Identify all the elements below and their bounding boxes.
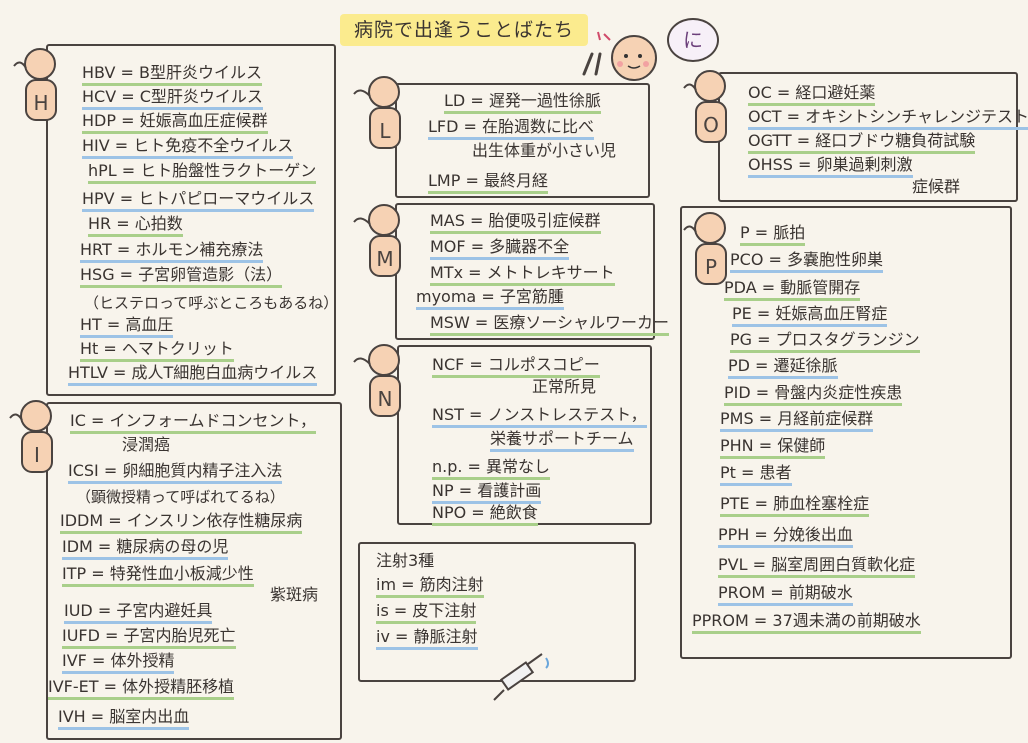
entry-hpv: HPV = ヒトパピローマウイルス <box>82 190 315 212</box>
baby-m-letter: M <box>376 247 393 271</box>
hsg-note: （ヒステロって呼ぶところもあるね） <box>84 294 339 312</box>
entry-pte: PTE = 肺血栓塞栓症 <box>720 495 870 517</box>
entry-npo: NPO = 絶飲食 <box>432 504 538 526</box>
baby-n-letter: N <box>378 387 393 411</box>
entry-ohss: OHSS = 卵巣過剰刺激 <box>748 156 913 178</box>
entry-ic-cont: 浸潤癌 <box>122 435 171 454</box>
entry-hiv: HIV = ヒト免疫不全ウイルス <box>82 137 294 159</box>
entry-idm: IDM = 糖尿病の母の児 <box>62 538 229 560</box>
entry-ic: IC = インフォームドコンセント， <box>70 412 317 434</box>
baby-h-letter: H <box>33 91 48 115</box>
entry-lfd-cont: 出生体重が小さい児 <box>472 141 617 160</box>
entry-pco: PCO = 多嚢胞性卵巣 <box>730 251 883 273</box>
entry-hsg: HSG = 子宮卵管造影（法） <box>80 266 283 288</box>
entry-ht: HT = 高血圧 <box>80 316 174 338</box>
entry-itp-cont: 紫斑病 <box>270 585 319 604</box>
entry-icsi: ICSI = 卵細胞質内精子注入法 <box>68 462 283 484</box>
inj-heading: 注射3種 <box>376 551 435 570</box>
entry-lmp: LMP = 最終月経 <box>428 172 548 194</box>
entry-hcv: HCV = C型肝炎ウイルス <box>82 88 263 110</box>
baby-p-icon: P <box>683 212 727 285</box>
entry-lfd: LFD = 在胎週数に比べ <box>428 118 595 140</box>
entry-pg: PG = プロスタグランジン <box>730 331 920 353</box>
baby-l-icon: L <box>353 76 401 149</box>
entry-ivf: IVF = 体外授精 <box>62 652 175 674</box>
entry-myoma: myoma = 子宮筋腫 <box>416 288 564 310</box>
group-i-box <box>46 402 342 740</box>
entry-mtx: MTx = メトトレキサート <box>430 264 615 286</box>
baby-peace-icon <box>582 31 657 81</box>
entry-prom: PROM = 前期破水 <box>718 584 853 606</box>
entry-hdp: HDP = 妊娠高血圧症候群 <box>82 112 268 134</box>
entry-pt: Pt = 患者 <box>720 464 792 486</box>
entry-ivf-et: IVF-ET = 体外授精胚移植 <box>48 678 235 700</box>
entry-pe: PE = 妊娠高血圧腎症 <box>732 305 888 327</box>
group-p-box <box>680 206 1012 659</box>
baby-p-letter: P <box>705 255 717 279</box>
baby-h-icon: H <box>13 48 57 121</box>
entry-iufd: IUFD = 子宮内胎児死亡 <box>62 627 236 649</box>
group-inj-box <box>358 542 636 682</box>
entry-pph: PPH = 分娩後出血 <box>718 526 853 548</box>
baby-n-icon: N <box>353 344 401 417</box>
entry-itp: ITP = 特発性血小板減少性 <box>62 565 254 587</box>
baby-o-icon: O <box>683 70 727 143</box>
entry-p: P = 脈拍 <box>740 224 806 246</box>
entry-pid: PID = 骨盤内炎症性疾患 <box>724 384 903 406</box>
entry-hbv: HBV = B型肝炎ウイルス <box>82 64 263 86</box>
entry-ht-small: Ht = ヘマトクリット <box>80 340 234 362</box>
entry-nst-cont: 栄養サポートチーム <box>490 430 634 452</box>
baby-m-icon: M <box>353 204 401 277</box>
entry-pvl: PVL = 脳室周囲白質軟化症 <box>718 556 916 578</box>
entry-iud: IUD = 子宮内避妊具 <box>64 602 213 624</box>
entry-pprom: PPROM = 37週未満の前期破水 <box>692 612 921 634</box>
entry-ncf: NCF = コルポスコピー <box>432 356 600 378</box>
entry-pms: PMS = 月経前症候群 <box>720 410 874 432</box>
baby-l-letter: L <box>379 119 391 143</box>
entry-ogtt: OGTT = 経口ブドウ糖負荷試験 <box>748 132 976 154</box>
entry-im: im = 筋肉注射 <box>376 576 484 598</box>
baby-i-letter: I <box>34 443 40 467</box>
entry-iddm: IDDM = インスリン依存性糖尿病 <box>60 512 303 534</box>
entry-is: is = 皮下注射 <box>376 602 477 624</box>
page-title: 病院で出逢うことばたち <box>340 14 588 46</box>
entry-msw: MSW = 医療ソーシャルワーカー <box>430 314 670 336</box>
entry-pda: PDA = 動脈管開存 <box>724 279 861 301</box>
baby-o-letter: O <box>703 113 719 137</box>
entry-oc: OC = 経口避妊薬 <box>748 84 876 106</box>
entry-mof: MOF = 多臓器不全 <box>430 238 570 260</box>
syringe-icon <box>493 653 549 701</box>
entry-oct: OCT = オキシトシンチャレンジテスト <box>748 108 1028 130</box>
speech-bubble: に <box>667 18 719 62</box>
entry-ld: LD = 遅発一過性徐脈 <box>444 92 601 114</box>
entry-np-caps: NP = 看護計画 <box>432 482 542 504</box>
entry-hpl: hPL = ヒト胎盤性ラクトーゲン <box>88 162 317 184</box>
entry-ohss-cont: 症候群 <box>912 177 961 196</box>
entry-ivh: IVH = 脳室内出血 <box>58 708 190 730</box>
entry-iv: iv = 静脈注射 <box>376 628 478 650</box>
entry-pd: PD = 遷延徐脈 <box>728 357 838 379</box>
entry-mas: MAS = 胎便吸引症候群 <box>430 212 601 234</box>
entry-hr: HR = 心拍数 <box>88 215 183 237</box>
baby-i-icon: I <box>9 400 53 473</box>
entry-ncf-cont: 正常所見 <box>532 377 597 396</box>
entry-hrt: HRT = ホルモン補充療法 <box>80 241 264 263</box>
icsi-note: （顕微授精って呼ばれてるね） <box>76 488 285 506</box>
entry-np: n.p. = 異常なし <box>432 458 551 480</box>
entry-nst: NST = ノンストレステスト， <box>432 406 647 428</box>
entry-htlv: HTLV = 成人T細胞白血病ウイルス <box>68 364 318 386</box>
entry-phn: PHN = 保健師 <box>720 437 826 459</box>
group-h-box <box>46 44 336 396</box>
